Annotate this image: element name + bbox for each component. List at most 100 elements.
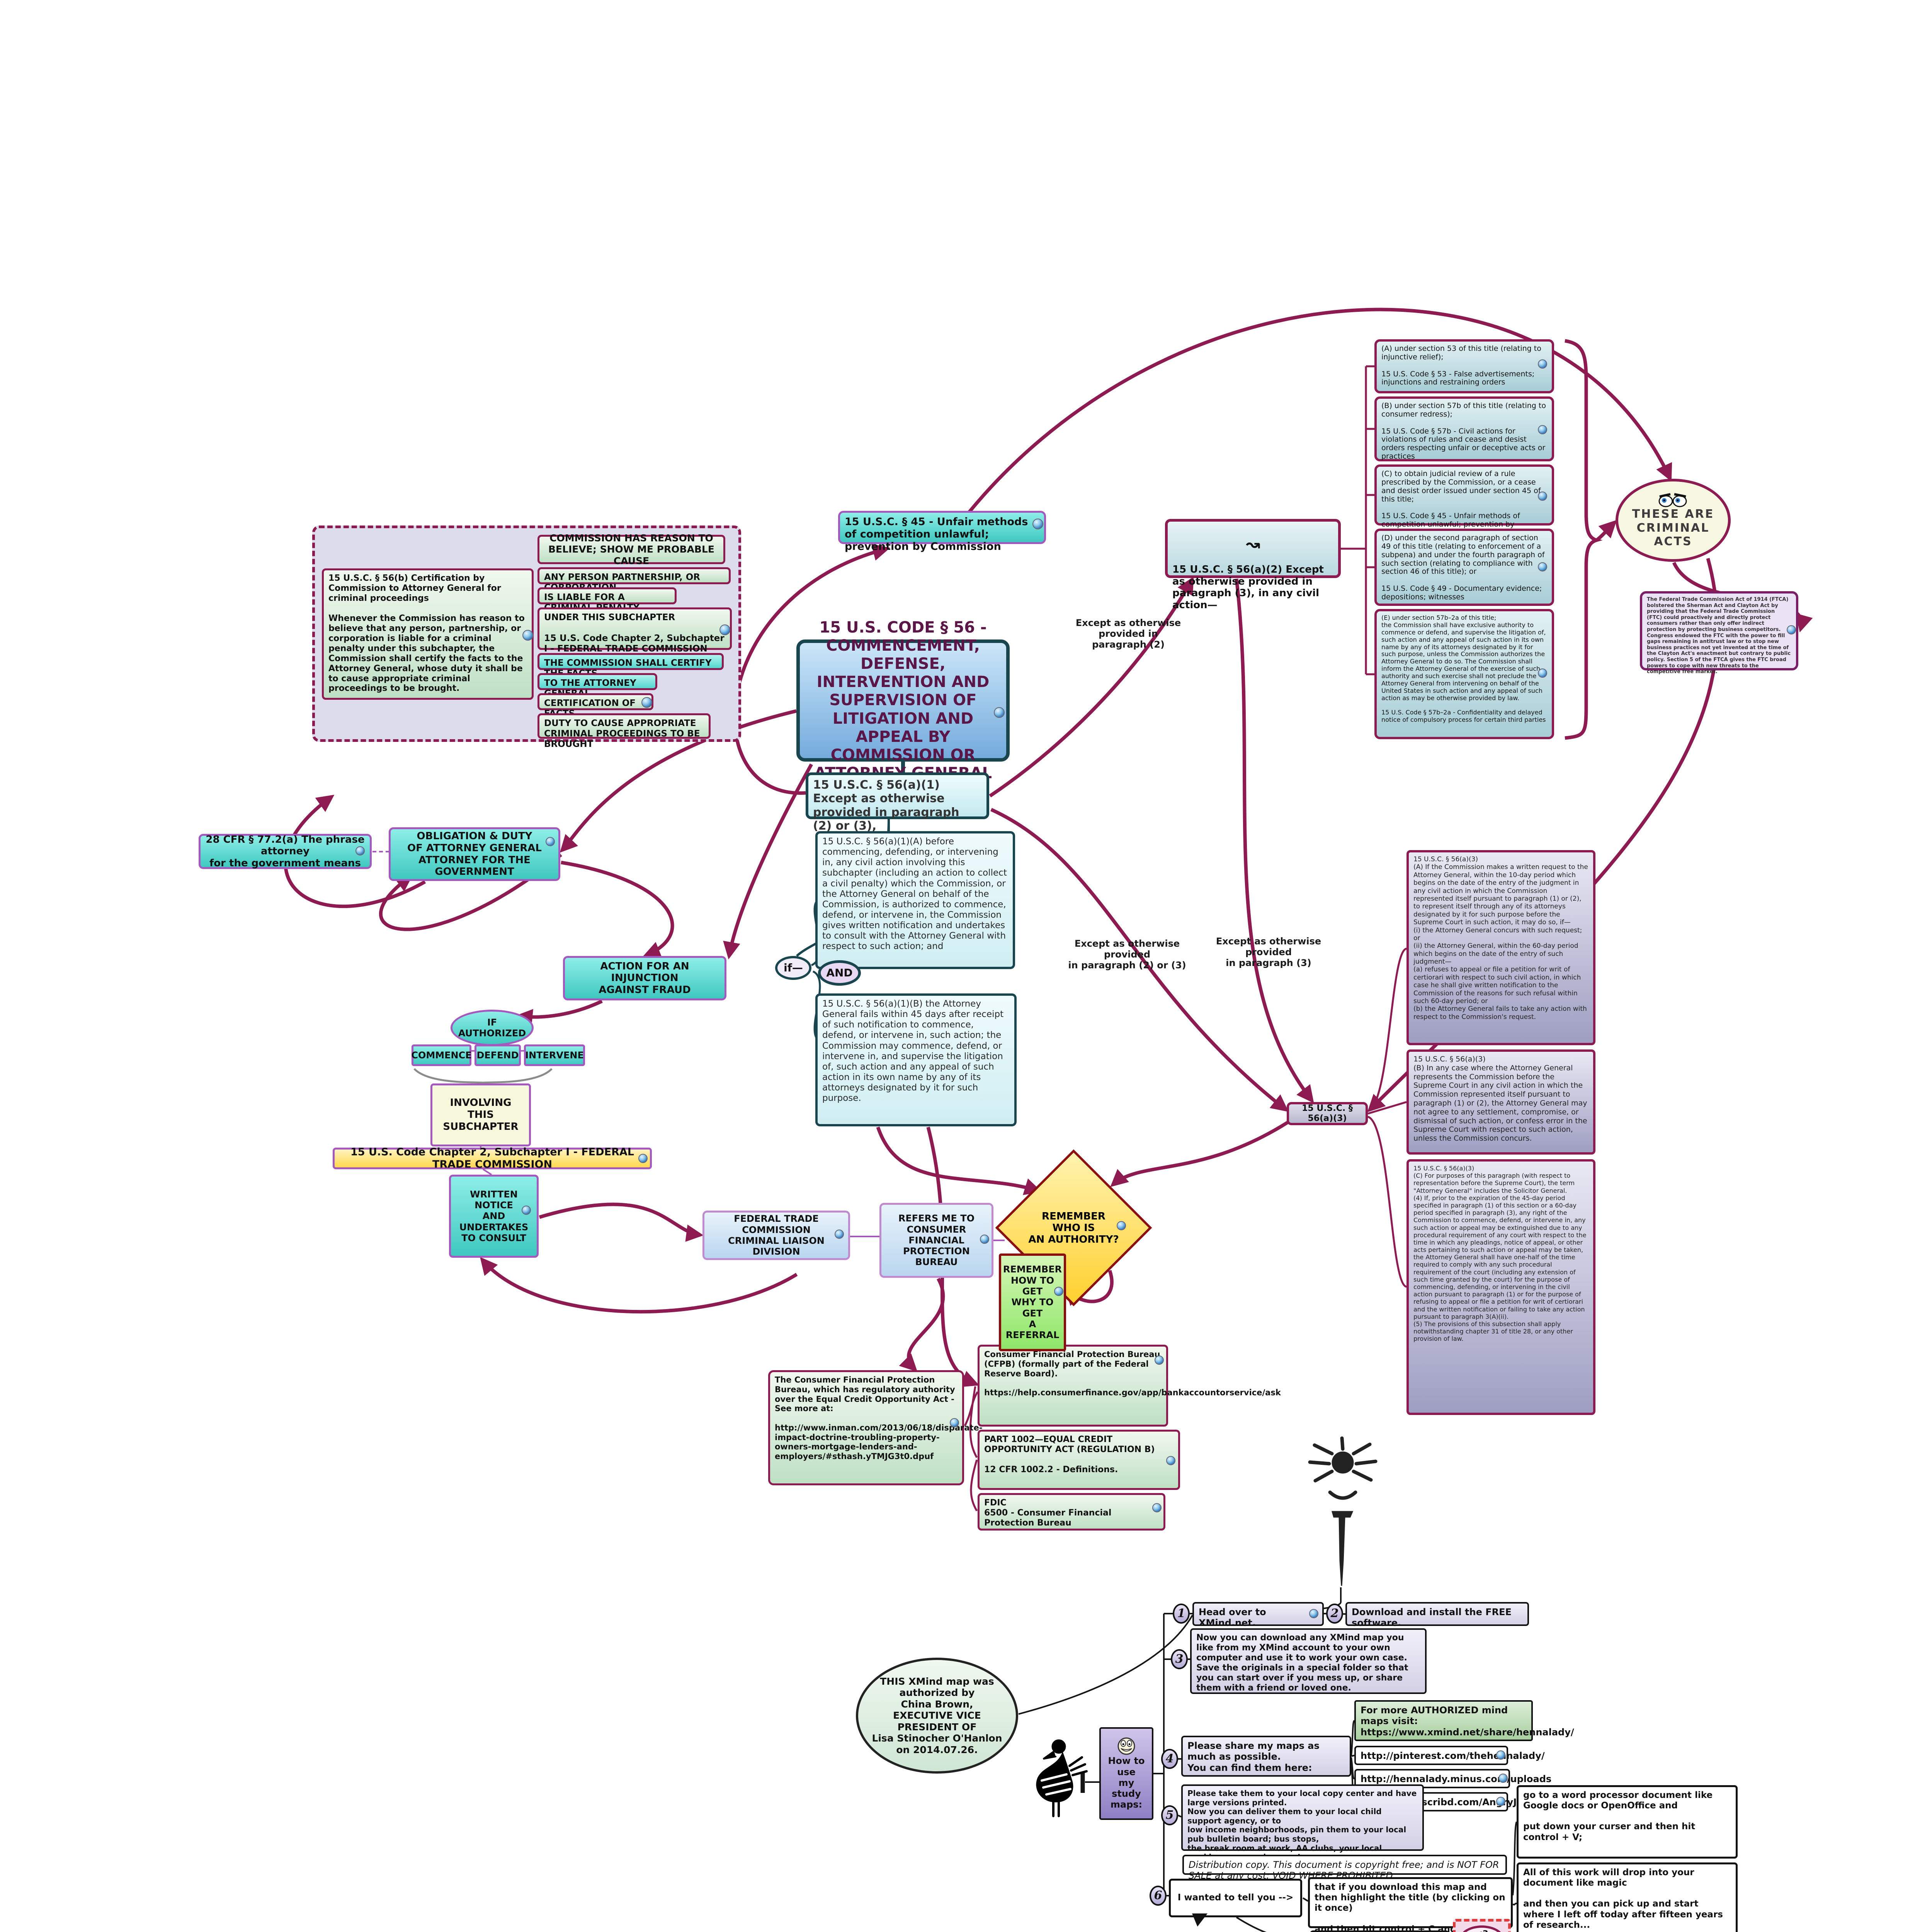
node-action-injunction[interactable]: ACTION FOR AN INJUNCTION AGAINST FRAUD [563, 956, 726, 1000]
hyperlink-globe-icon[interactable] [1166, 1456, 1175, 1465]
node-intervene[interactable]: INTERVENE [524, 1044, 585, 1066]
hyperlink-globe-icon[interactable] [1538, 492, 1547, 501]
hyperlink-globe-icon[interactable] [1032, 519, 1043, 529]
node-and[interactable]: AND [818, 960, 861, 986]
hyperlink-globe-icon[interactable] [980, 1235, 989, 1244]
link-xmind-share[interactable]: For more AUTHORIZED mind maps visit: htt… [1354, 1700, 1574, 1741]
hyperlink-globe-icon[interactable] [719, 624, 730, 635]
node-sec56a3-A[interactable]: 15 U.S.C. § 56(a)(3) (A) If the Commissi… [1406, 850, 1595, 1045]
hyperlink-globe-icon[interactable] [355, 846, 365, 855]
hyperlink-globe-icon[interactable] [1538, 359, 1547, 369]
node-how-to-use[interactable]: How to use my study maps: [1099, 1727, 1153, 1820]
step-3-text[interactable]: Now you can download any XMind map you l… [1190, 1628, 1427, 1694]
hyperlink-globe-icon[interactable] [1787, 625, 1796, 634]
node-sec56a3-ref[interactable]: 15 U.S.C. § 56(a)(3) [1287, 1102, 1368, 1125]
hyperlink-globe-icon[interactable] [1538, 562, 1547, 571]
node-central-topic[interactable]: 15 U.S. CODE § 56 - COMMENCEMENT, DEFENS… [796, 619, 1010, 782]
speech-bubble-my-notes[interactable]: and, you can use MY NOTES http://angryje… [1310, 1930, 1449, 1932]
node-obligation-duty[interactable]: OBLIGATION & DUTY OF ATTORNEY GENERAL AT… [389, 827, 560, 881]
node-sec56a3-B[interactable]: 15 U.S.C. § 56(a)(3) (B) In any case whe… [1406, 1049, 1595, 1155]
step-2-text[interactable]: Download and install the FREE software. [1345, 1602, 1529, 1628]
node-sec56a1A[interactable]: 15 U.S.C. § 56(a)(1)(A) before commencin… [815, 831, 1015, 969]
step-6-badge[interactable]: 6 [1150, 1886, 1167, 1906]
hyperlink-globe-icon[interactable] [1054, 1287, 1063, 1296]
node-commence[interactable]: COMMENCE [411, 1044, 472, 1066]
hyperlink-globe-icon[interactable] [1309, 1609, 1318, 1618]
node-to-attorney-general[interactable]: TO THE ATTORNEY GENERAL [537, 673, 657, 699]
hyperlink-globe-icon[interactable] [641, 697, 652, 708]
node-involving-subchapter[interactable]: INVOLVING THIS SUBCHAPTER [430, 1083, 531, 1146]
distribution-note: Distribution copy. This document is copy… [1182, 1855, 1507, 1881]
node-referral[interactable]: REMEMBER HOW TO GET WHY TO GET A REFERRA… [999, 1253, 1066, 1351]
node-any-person[interactable]: ANY PERSON PARTNERSHIP, OR CORPORATION [537, 567, 731, 593]
speech-bubble-tell-you[interactable]: I wanted to tell you --> [1169, 1879, 1302, 1917]
node-civil-action-A[interactable]: (A) under section 53 of this title (rela… [1374, 339, 1554, 393]
hyperlink-globe-icon[interactable] [1152, 1503, 1162, 1512]
step-4-text[interactable]: Please share my maps as much as possible… [1181, 1736, 1351, 1777]
node-written-notice[interactable]: WRITTEN NOTICE AND UNDERTAKES TO CONSULT [449, 1175, 539, 1258]
node-sec56a2[interactable]: ↝ 15 U.S.C. § 56(a)(2) Except as otherwi… [1165, 519, 1341, 611]
node-cfpb[interactable]: Consumer Financial Protection Bureau (CF… [978, 1345, 1281, 1427]
step-2-badge[interactable]: 2 [1326, 1604, 1343, 1624]
node-civil-action-D[interactable]: (D) under the second paragraph of sectio… [1374, 529, 1554, 606]
node-civil-action-C[interactable]: (C) to obtain judicial review of a rule … [1374, 464, 1554, 537]
hyperlink-globe-icon[interactable] [1538, 425, 1547, 434]
hyperlink-globe-icon[interactable] [522, 630, 533, 641]
node-if[interactable]: if— [775, 956, 811, 980]
node-sec56a1[interactable]: 15 U.S.C. § 56(a)(1) Except as otherwise… [806, 772, 989, 833]
node-sec56a2-label: 15 U.S.C. § 56(a)(2) Except as otherwise… [1172, 563, 1324, 611]
node-part1002[interactable]: PART 1002—EQUAL CREDIT OPPORTUNITY ACT (… [978, 1430, 1180, 1490]
node-certify-facts[interactable]: THE COMMISSION SHALL CERTIFY THE FACTS [537, 653, 724, 679]
hyperlink-globe-icon[interactable] [994, 707, 1005, 718]
node-authorized-by[interactable]: THIS XMind map was authorized by China B… [856, 1658, 1018, 1774]
hyperlink-globe-icon[interactable] [835, 1230, 844, 1239]
hyperlink-globe-icon[interactable] [638, 1154, 648, 1163]
node-duty-to-cause[interactable]: DUTY TO CAUSE APPROPRIATE CRIMINAL PROCE… [537, 713, 711, 749]
step-1-text[interactable]: Head over to XMind.net. [1192, 1602, 1324, 1628]
sun-doodle-icon [1308, 1436, 1378, 1500]
hyperlink-globe-icon[interactable] [1496, 1750, 1505, 1760]
node-sec56b[interactable]: 15 U.S.C. § 56(b) Certification by Commi… [322, 568, 534, 700]
hyperlink-globe-icon[interactable] [950, 1418, 959, 1427]
node-liable-penalty[interactable]: IS LIABLE FOR A CRIMINAL PENALTY [537, 587, 677, 613]
tip-paste-box[interactable]: go to a word processor document like Goo… [1517, 1785, 1738, 1859]
hyperlink-globe-icon[interactable] [522, 1206, 531, 1215]
step-4-badge[interactable]: 4 [1161, 1749, 1178, 1769]
node-if-authorized[interactable]: IF AUTHORIZED [451, 1010, 534, 1046]
node-civil-action-E[interactable]: (E) under section 57b–2a of this title; … [1374, 609, 1554, 739]
signature-text: <3 ~ A.J. [1459, 1925, 1504, 1932]
hyperlink-globe-icon[interactable] [1496, 1797, 1505, 1806]
hyperlink-globe-icon[interactable] [1155, 1355, 1164, 1365]
sankofa-bird-icon [1036, 1739, 1088, 1817]
tip-magic-box[interactable]: All of this work will drop into your doc… [1517, 1862, 1738, 1932]
smiley-face-icon [1117, 1737, 1135, 1755]
node-fdic[interactable]: FDIC 6500 - Consumer Financial Protectio… [978, 1493, 1165, 1531]
step-3-badge[interactable]: 3 [1171, 1649, 1188, 1669]
hyperlink-globe-icon[interactable] [1538, 668, 1547, 678]
node-certification-of-facts[interactable]: CERTIFICATION OF FACTS [537, 693, 653, 719]
step-1-badge[interactable]: 1 [1173, 1604, 1190, 1624]
link-minus[interactable]: http://hennalady.minus.com/uploads [1354, 1769, 1551, 1788]
node-reason-to-believe[interactable]: COMMISSION HAS REASON TO BELIEVE; SHOW M… [537, 532, 725, 566]
node-defend[interactable]: DEFEND [474, 1044, 521, 1066]
node-sec56a1B[interactable]: 15 U.S.C. § 56(a)(1)(B) the Attorney Gen… [815, 993, 1017, 1126]
node-inman[interactable]: The Consumer Financial Protection Bureau… [768, 1370, 983, 1485]
node-how-to-use-label: How to use my study maps: [1108, 1755, 1145, 1810]
node-cfr28[interactable]: 28 CFR § 77.2(a) The phrase attorney for… [199, 834, 372, 869]
node-ftc-criminal-liaison[interactable]: FEDERAL TRADE COMMISSION CRIMINAL LIAISO… [702, 1211, 850, 1260]
node-ftca[interactable]: The Federal Trade Commission Act of 1914… [1640, 591, 1798, 675]
label-except-paragraph-3: Except as otherwise provided in paragrap… [1216, 936, 1321, 968]
hyperlink-globe-icon[interactable] [546, 837, 555, 846]
node-criminal-acts[interactable]: THESE ARE CRIMINAL ACTS [1616, 479, 1731, 562]
node-refers-cfpb[interactable]: REFERS ME TO CONSUMER FINANCIAL PROTECTI… [879, 1203, 993, 1278]
node-sec45[interactable]: 15 U.S.C. § 45 - Unfair methods of compe… [838, 511, 1046, 553]
node-sec56a3-C[interactable]: 15 U.S.C. § 56(a)(3) (C) For purposes of… [1406, 1159, 1595, 1415]
node-under-subchapter[interactable]: UNDER THIS SUBCHAPTER 15 U.S. Code Chapt… [537, 607, 732, 654]
link-pinterest[interactable]: http://pinterest.com/thehennalady/ [1354, 1746, 1545, 1765]
node-chapter2[interactable]: 15 U.S. Code Chapter 2, Subchapter I - F… [333, 1146, 652, 1170]
step-5-text[interactable]: Please take them to your local copy cent… [1181, 1784, 1424, 1862]
hyperlink-globe-icon[interactable] [1117, 1221, 1126, 1230]
hyperlink-globe-icon[interactable] [1498, 1774, 1508, 1783]
step-5-badge[interactable]: 5 [1161, 1805, 1178, 1825]
node-civil-action-B[interactable]: (B) under section 57b of this title (rel… [1374, 396, 1554, 461]
